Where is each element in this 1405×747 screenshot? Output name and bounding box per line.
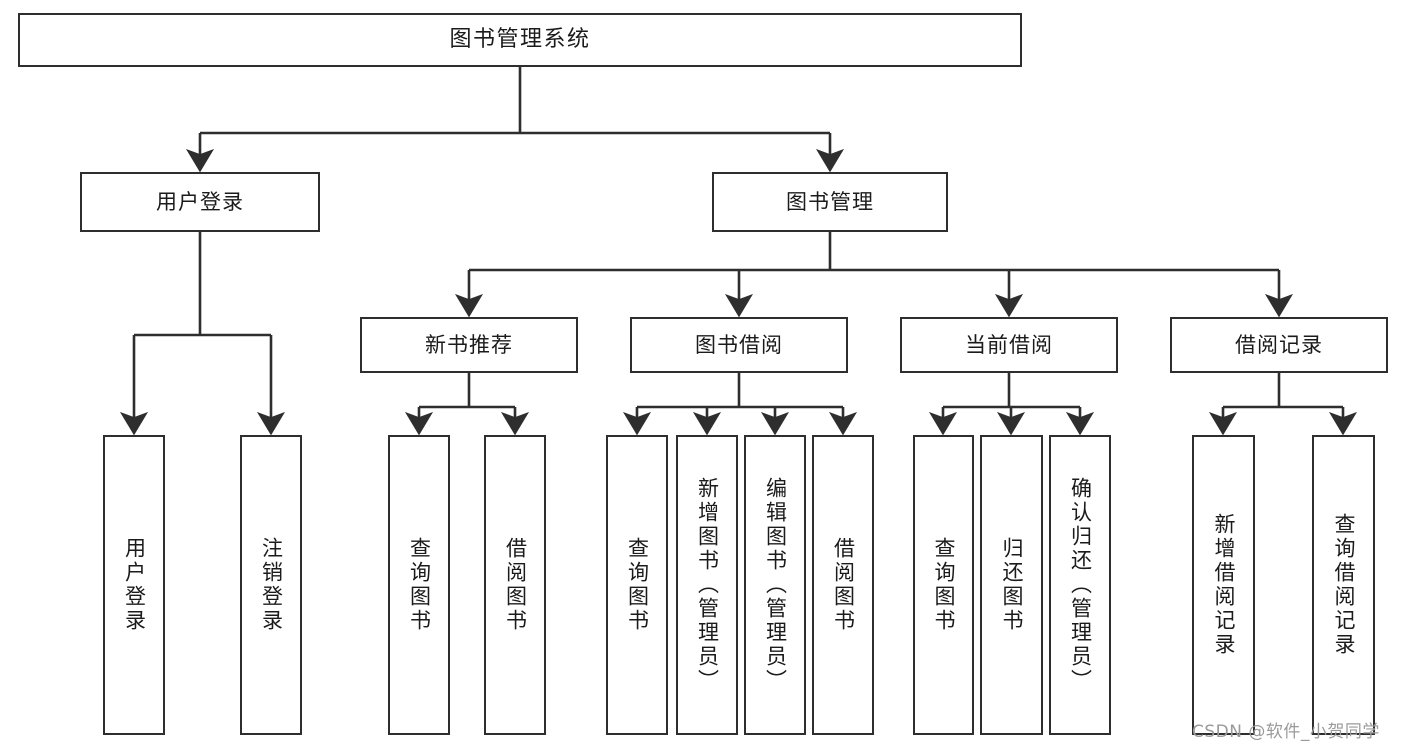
leaf-add-borrow-record[interactable]: 新增借阅记录 bbox=[1192, 435, 1255, 735]
leaf-query-borrow-record[interactable]: 查询借阅记录 bbox=[1312, 435, 1375, 735]
node-borrow-records[interactable]: 借阅记录 bbox=[1170, 317, 1388, 373]
leaf-query-book-current-label: 查询图书 bbox=[932, 537, 956, 633]
node-borrow-records-label: 借阅记录 bbox=[1235, 332, 1323, 357]
leaf-return-book-label: 归还图书 bbox=[1000, 537, 1024, 633]
leaf-confirm-return-admin-label: 确认归还（管理员） bbox=[1068, 477, 1093, 693]
leaf-add-book-admin[interactable]: 新增图书（管理员） bbox=[676, 435, 738, 735]
leaf-query-borrow-record-label: 查询借阅记录 bbox=[1332, 513, 1356, 657]
node-root[interactable]: 图书管理系统 bbox=[18, 13, 1022, 67]
csdn-watermark: CSDN @软件_小贺同学 bbox=[1192, 722, 1380, 742]
node-user-login-label: 用户登录 bbox=[156, 189, 244, 214]
leaf-user-login[interactable]: 用户登录 bbox=[103, 435, 165, 735]
node-book-borrow-label: 图书借阅 bbox=[695, 332, 783, 357]
node-current-borrow[interactable]: 当前借阅 bbox=[900, 317, 1118, 373]
leaf-borrow-book[interactable]: 借阅图书 bbox=[812, 435, 874, 735]
node-current-borrow-label: 当前借阅 bbox=[965, 332, 1053, 357]
node-user-login[interactable]: 用户登录 bbox=[80, 172, 320, 232]
leaf-borrow-book-label: 借阅图书 bbox=[831, 537, 856, 633]
leaf-borrow-book-newbook[interactable]: 借阅图书 bbox=[484, 435, 546, 735]
node-root-label: 图书管理系统 bbox=[449, 27, 591, 53]
leaf-user-login-label: 用户登录 bbox=[122, 537, 147, 633]
leaf-logout-login-label: 注销登录 bbox=[259, 537, 284, 633]
node-new-book-recommend[interactable]: 新书推荐 bbox=[360, 317, 578, 373]
leaf-query-book-current[interactable]: 查询图书 bbox=[913, 435, 974, 735]
leaf-logout-login[interactable]: 注销登录 bbox=[240, 435, 302, 735]
node-book-management-label: 图书管理 bbox=[786, 189, 874, 214]
leaf-query-book-newbook[interactable]: 查询图书 bbox=[388, 435, 450, 735]
leaf-add-borrow-record-label: 新增借阅记录 bbox=[1212, 513, 1236, 657]
leaf-borrow-book-newbook-label: 借阅图书 bbox=[503, 537, 528, 633]
leaf-query-book-newbook-label: 查询图书 bbox=[407, 537, 432, 633]
leaf-confirm-return-admin[interactable]: 确认归还（管理员） bbox=[1049, 435, 1111, 735]
node-book-borrow[interactable]: 图书借阅 bbox=[630, 317, 848, 373]
leaf-query-book-borrow-label: 查询图书 bbox=[625, 537, 650, 633]
node-new-book-recommend-label: 新书推荐 bbox=[425, 332, 513, 357]
node-book-management[interactable]: 图书管理 bbox=[712, 172, 948, 232]
leaf-return-book[interactable]: 归还图书 bbox=[980, 435, 1043, 735]
leaf-edit-book-admin[interactable]: 编辑图书（管理员） bbox=[744, 435, 806, 735]
leaf-edit-book-admin-label: 编辑图书（管理员） bbox=[763, 477, 788, 693]
leaf-add-book-admin-label: 新增图书（管理员） bbox=[695, 477, 720, 693]
leaf-query-book-borrow[interactable]: 查询图书 bbox=[606, 435, 668, 735]
